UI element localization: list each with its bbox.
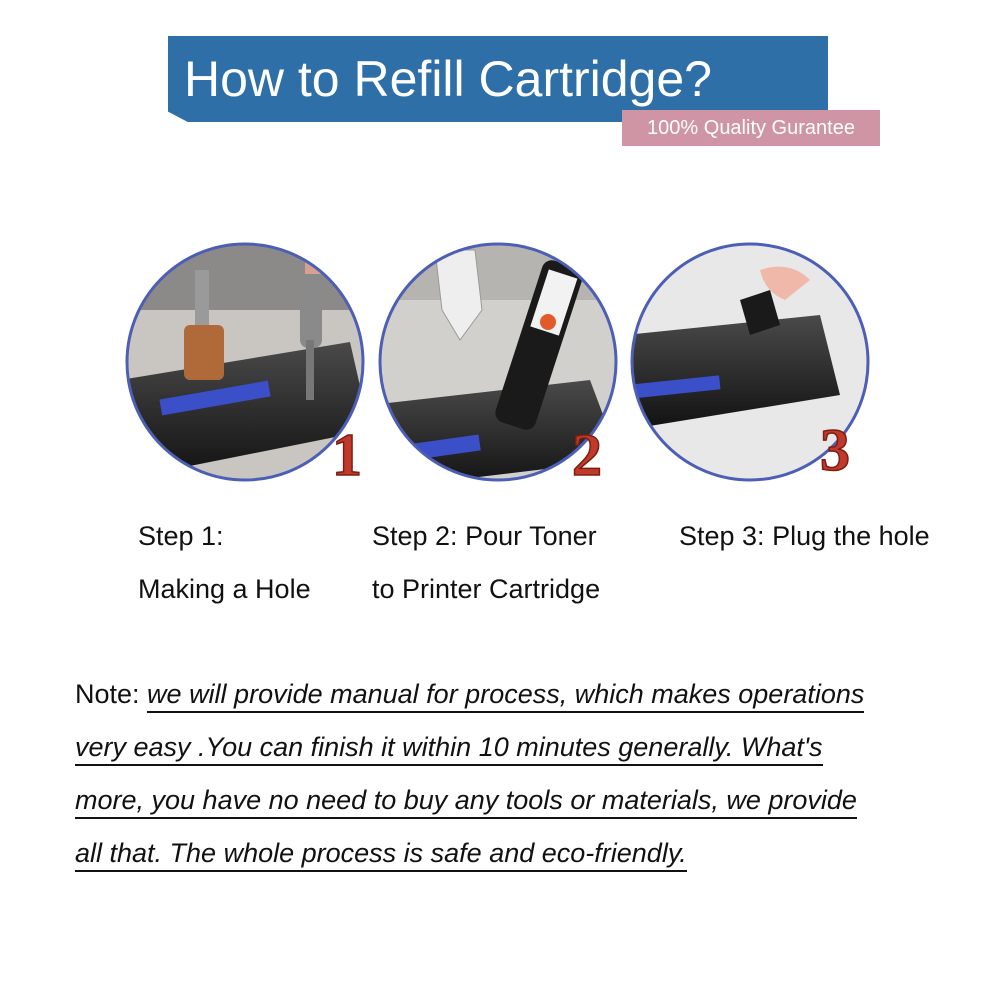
note-line-2: very easy .You can finish it within 10 m… [75,721,975,774]
page-title: How to Refill Cartridge? [184,51,712,107]
note-text-4: all that. The whole process is safe and … [75,838,687,872]
note-line-4: all that. The whole process is safe and … [75,827,975,880]
note-text-3: more, you have no need to buy any tools … [75,785,857,819]
step-2-image: 2 [378,242,618,489]
step-2-caption-line1: Step 2: Pour Toner [372,521,597,551]
steps-illustration: 1 2 3 [125,242,870,489]
step-3-caption-line1: Step 3: Plug the hole [679,521,930,551]
title-banner [168,36,828,122]
note-line-3: more, you have no need to buy any tools … [75,774,975,827]
note-paragraph: Note: we will provide manual for process… [75,668,975,880]
step-1-caption-line1: Step 1: [138,521,224,551]
step-1-number: 1 [332,422,362,488]
step-3-image: 3 [630,242,870,484]
note-label: Note: [75,679,148,709]
note-text-1: we will provide manual for process, whic… [147,679,865,713]
note-line-1: Note: we will provide manual for process… [75,668,975,721]
step-1-caption-line2: Making a Hole [138,574,311,604]
note-text-2: very easy .You can finish it within 10 m… [75,732,823,766]
step-3-caption: Step 3: Plug the hole [679,510,930,563]
step-2-caption-line2: to Printer Cartridge [372,574,601,604]
step-3-number: 3 [820,417,850,483]
step-2-number: 2 [572,422,602,488]
step-1-caption: Step 1: Making a Hole [138,510,311,616]
step-2-caption: Step 2: Pour Toner to Printer Cartridge [372,510,600,616]
step-1-image: 1 [125,242,365,489]
quality-badge: 100% Quality Gurantee [622,110,880,146]
